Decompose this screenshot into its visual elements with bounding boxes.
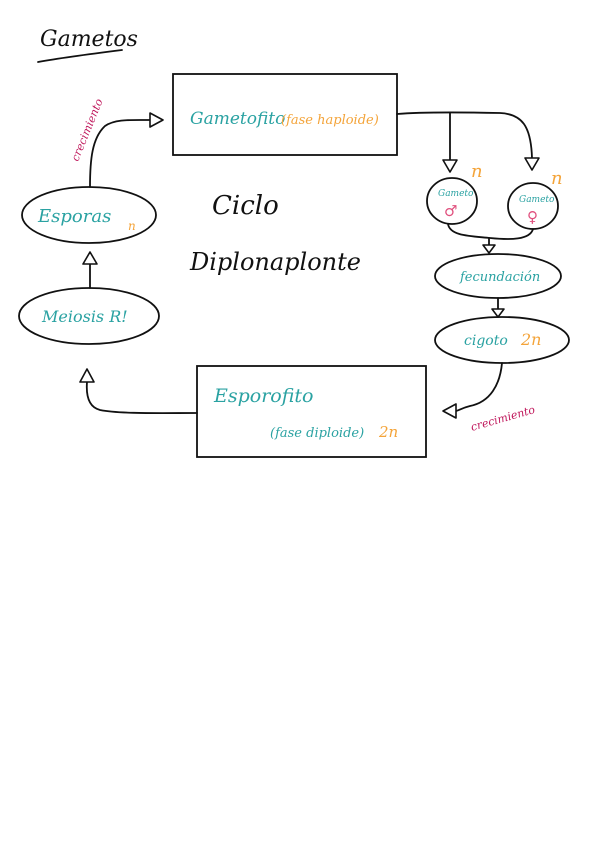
gameto-female-label: Gameto [519, 195, 555, 205]
gameto-male-ploidy: n [471, 161, 483, 182]
esporas-ploidy: n [128, 219, 136, 233]
center-title-line2: Diplonaplonte [189, 248, 361, 276]
edge-cigoto-to-esporofito [455, 362, 503, 412]
male-symbol-icon: ♂ [444, 202, 457, 220]
arrowhead-esporofito [442, 403, 457, 419]
esporofito-label: Esporofito [213, 385, 314, 407]
cigoto-label: cigoto [464, 333, 508, 349]
arrowhead-gameto-male [442, 159, 458, 173]
gameto-male-label: Gameto [438, 189, 474, 199]
edge-gametes-to-fecundacion [447, 223, 534, 240]
page-title: Gametos [40, 27, 138, 52]
arrowhead-cigoto [491, 308, 505, 318]
edge-gametofito-to-gametes [396, 111, 533, 159]
esporofito-node: Esporofito (fase diploide) 2n [196, 365, 427, 458]
title-underline [37, 49, 123, 63]
gametofito-label: Gametofito [190, 109, 285, 129]
gameto-male-circle [426, 177, 478, 225]
gametofito-node: Gametofito (fase haploide) [172, 73, 398, 156]
edge-esporofito-to-meiosis [85, 381, 198, 415]
gameto-male-node: Gameto ♂ n [426, 161, 483, 225]
esporofito-box [196, 365, 427, 458]
gameto-female-node: Gameto ♀ n [507, 168, 563, 230]
meiosis-node: Meiosis R! [18, 287, 160, 345]
arrowhead-gametofito [149, 112, 164, 128]
cigoto-node: cigoto 2n [434, 316, 570, 364]
female-symbol-icon: ♀ [527, 208, 538, 226]
gametofito-phase: (fase haploide) [281, 113, 379, 128]
cigoto-ploidy: 2n [520, 330, 541, 349]
esporas-ellipse [21, 186, 157, 244]
meiosis-ellipse [18, 287, 160, 345]
esporofito-ploidy: 2n [378, 423, 398, 441]
edge-label-crecimiento-left: crecimiento [69, 97, 106, 164]
edge-label-crecimiento-right: crecimiento [469, 403, 537, 434]
arrowhead-meiosis [79, 368, 95, 383]
esporas-label: Esporas [37, 206, 111, 227]
esporofito-phase: (fase diploide) [270, 426, 364, 441]
arrowhead-esporas [82, 251, 98, 265]
meiosis-label: Meiosis R! [41, 307, 128, 326]
gameto-female-ploidy: n [551, 168, 563, 189]
edge-esporas-to-gametofito [89, 119, 151, 188]
arrowhead-fecundacion [482, 244, 496, 254]
fecundacion-label: fecundación [459, 270, 540, 285]
esporas-node: Esporas n [21, 186, 157, 244]
fecundacion-node: fecundación [434, 253, 562, 299]
arrowhead-gameto-female [524, 157, 540, 171]
center-title-line1: Ciclo [212, 191, 279, 221]
